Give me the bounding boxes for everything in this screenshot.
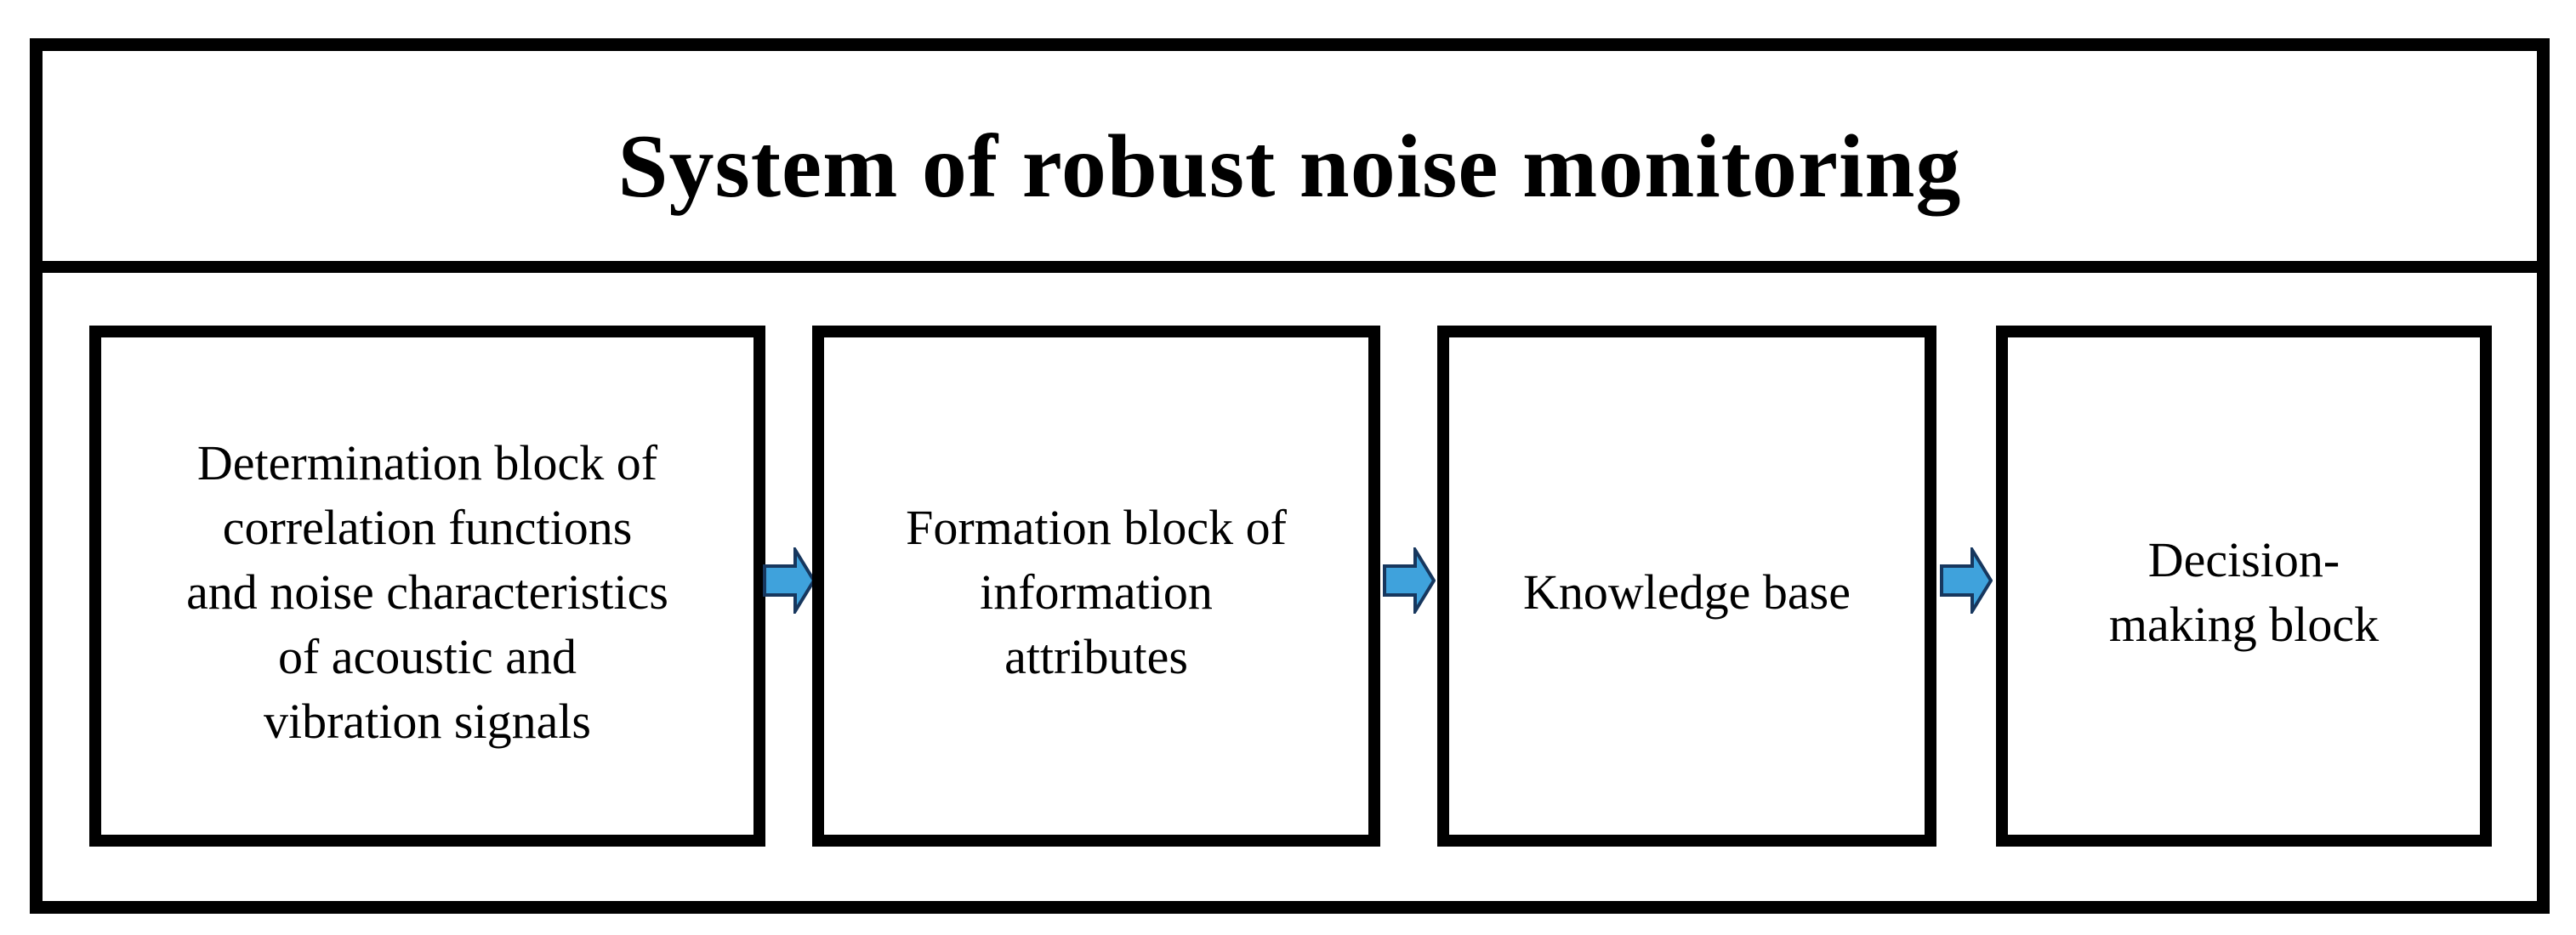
right-arrow-shape <box>763 547 816 614</box>
block-knowledge-base-label: Knowledge base <box>1523 560 1851 625</box>
right-arrow-icon <box>1383 547 1436 614</box>
block-label-line: and noise characteristics <box>186 564 668 620</box>
block-label-line: Formation block of <box>906 499 1287 555</box>
right-arrow-icon <box>1940 547 1993 614</box>
block-determination-label: Determination block of correlation funct… <box>186 431 668 754</box>
block-label-line: Determination block of <box>196 434 658 490</box>
block-label-line: attributes <box>1004 628 1188 684</box>
block-label-line: Decision- <box>2147 531 2340 587</box>
system-frame: System of robust noise monitoring Determ… <box>30 38 2550 914</box>
right-arrow-icon <box>763 547 816 614</box>
block-knowledge-base: Knowledge base <box>1437 326 1936 847</box>
title-band: System of robust noise monitoring <box>43 51 2537 273</box>
right-arrow-shape <box>1940 547 1993 614</box>
block-label-line: vibration signals <box>263 693 591 749</box>
block-label-line: of acoustic and <box>277 628 577 684</box>
flow-arrow-1 <box>763 547 816 614</box>
block-label-line: making block <box>2108 596 2380 652</box>
right-arrow-shape <box>1383 547 1436 614</box>
flow-arrow-3 <box>1940 547 1993 614</box>
block-decision-making: Decision- making block <box>1996 326 2492 847</box>
block-determination: Determination block of correlation funct… <box>89 326 765 847</box>
block-decision-making-label: Decision- making block <box>2109 528 2379 657</box>
block-formation-label: Formation block of information attribute… <box>906 496 1287 689</box>
page-title: System of robust noise monitoring <box>617 116 1962 216</box>
block-label-line: information <box>980 564 1213 620</box>
flow-arrow-2 <box>1383 547 1436 614</box>
block-label-line: Knowledge base <box>1523 564 1851 620</box>
block-label-line: correlation functions <box>222 499 633 555</box>
block-formation: Formation block of information attribute… <box>812 326 1380 847</box>
